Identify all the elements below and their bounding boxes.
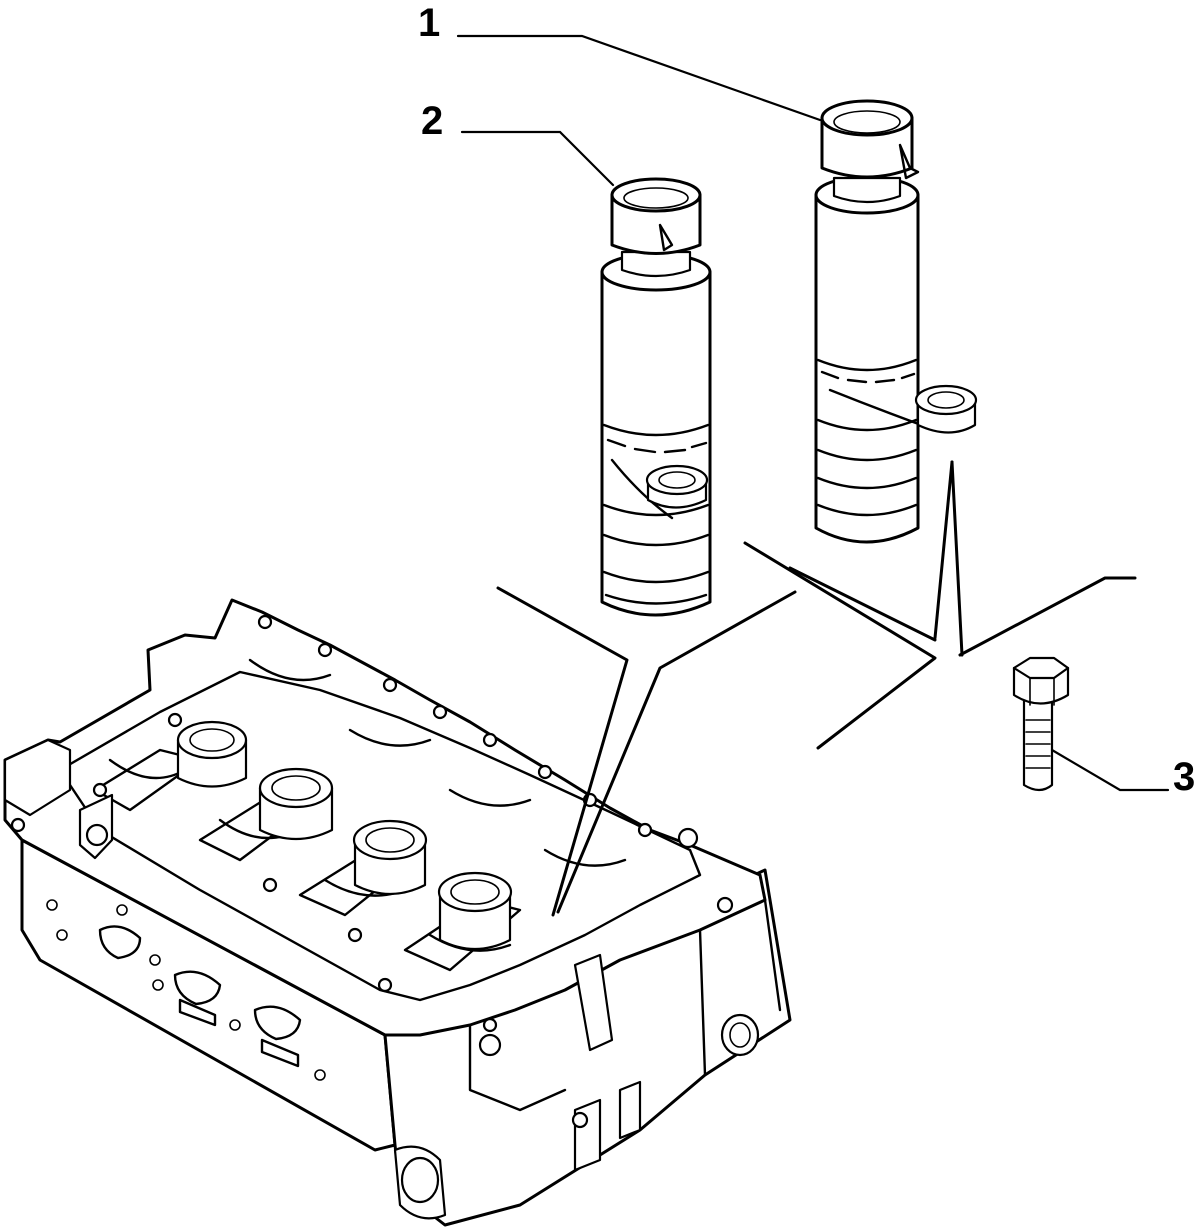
solenoid-valve-right xyxy=(814,99,978,544)
bolt xyxy=(1012,656,1070,792)
callout-3: 3 xyxy=(1050,748,1195,799)
callout-number-2: 2 xyxy=(421,99,443,143)
callout-number-3: 3 xyxy=(1173,755,1195,799)
boss-1 xyxy=(176,720,248,788)
solenoid-valve-left xyxy=(600,177,712,617)
boss-2 xyxy=(258,767,334,840)
callout-2: 2 xyxy=(421,99,615,187)
boss-4 xyxy=(437,871,513,950)
cylinder-head xyxy=(3,598,792,1227)
installation-lines xyxy=(496,460,1137,917)
callout-1: 1 xyxy=(418,1,822,122)
boss-3 xyxy=(352,819,428,895)
side-ports xyxy=(46,899,326,1081)
callout-number-1: 1 xyxy=(418,1,440,45)
